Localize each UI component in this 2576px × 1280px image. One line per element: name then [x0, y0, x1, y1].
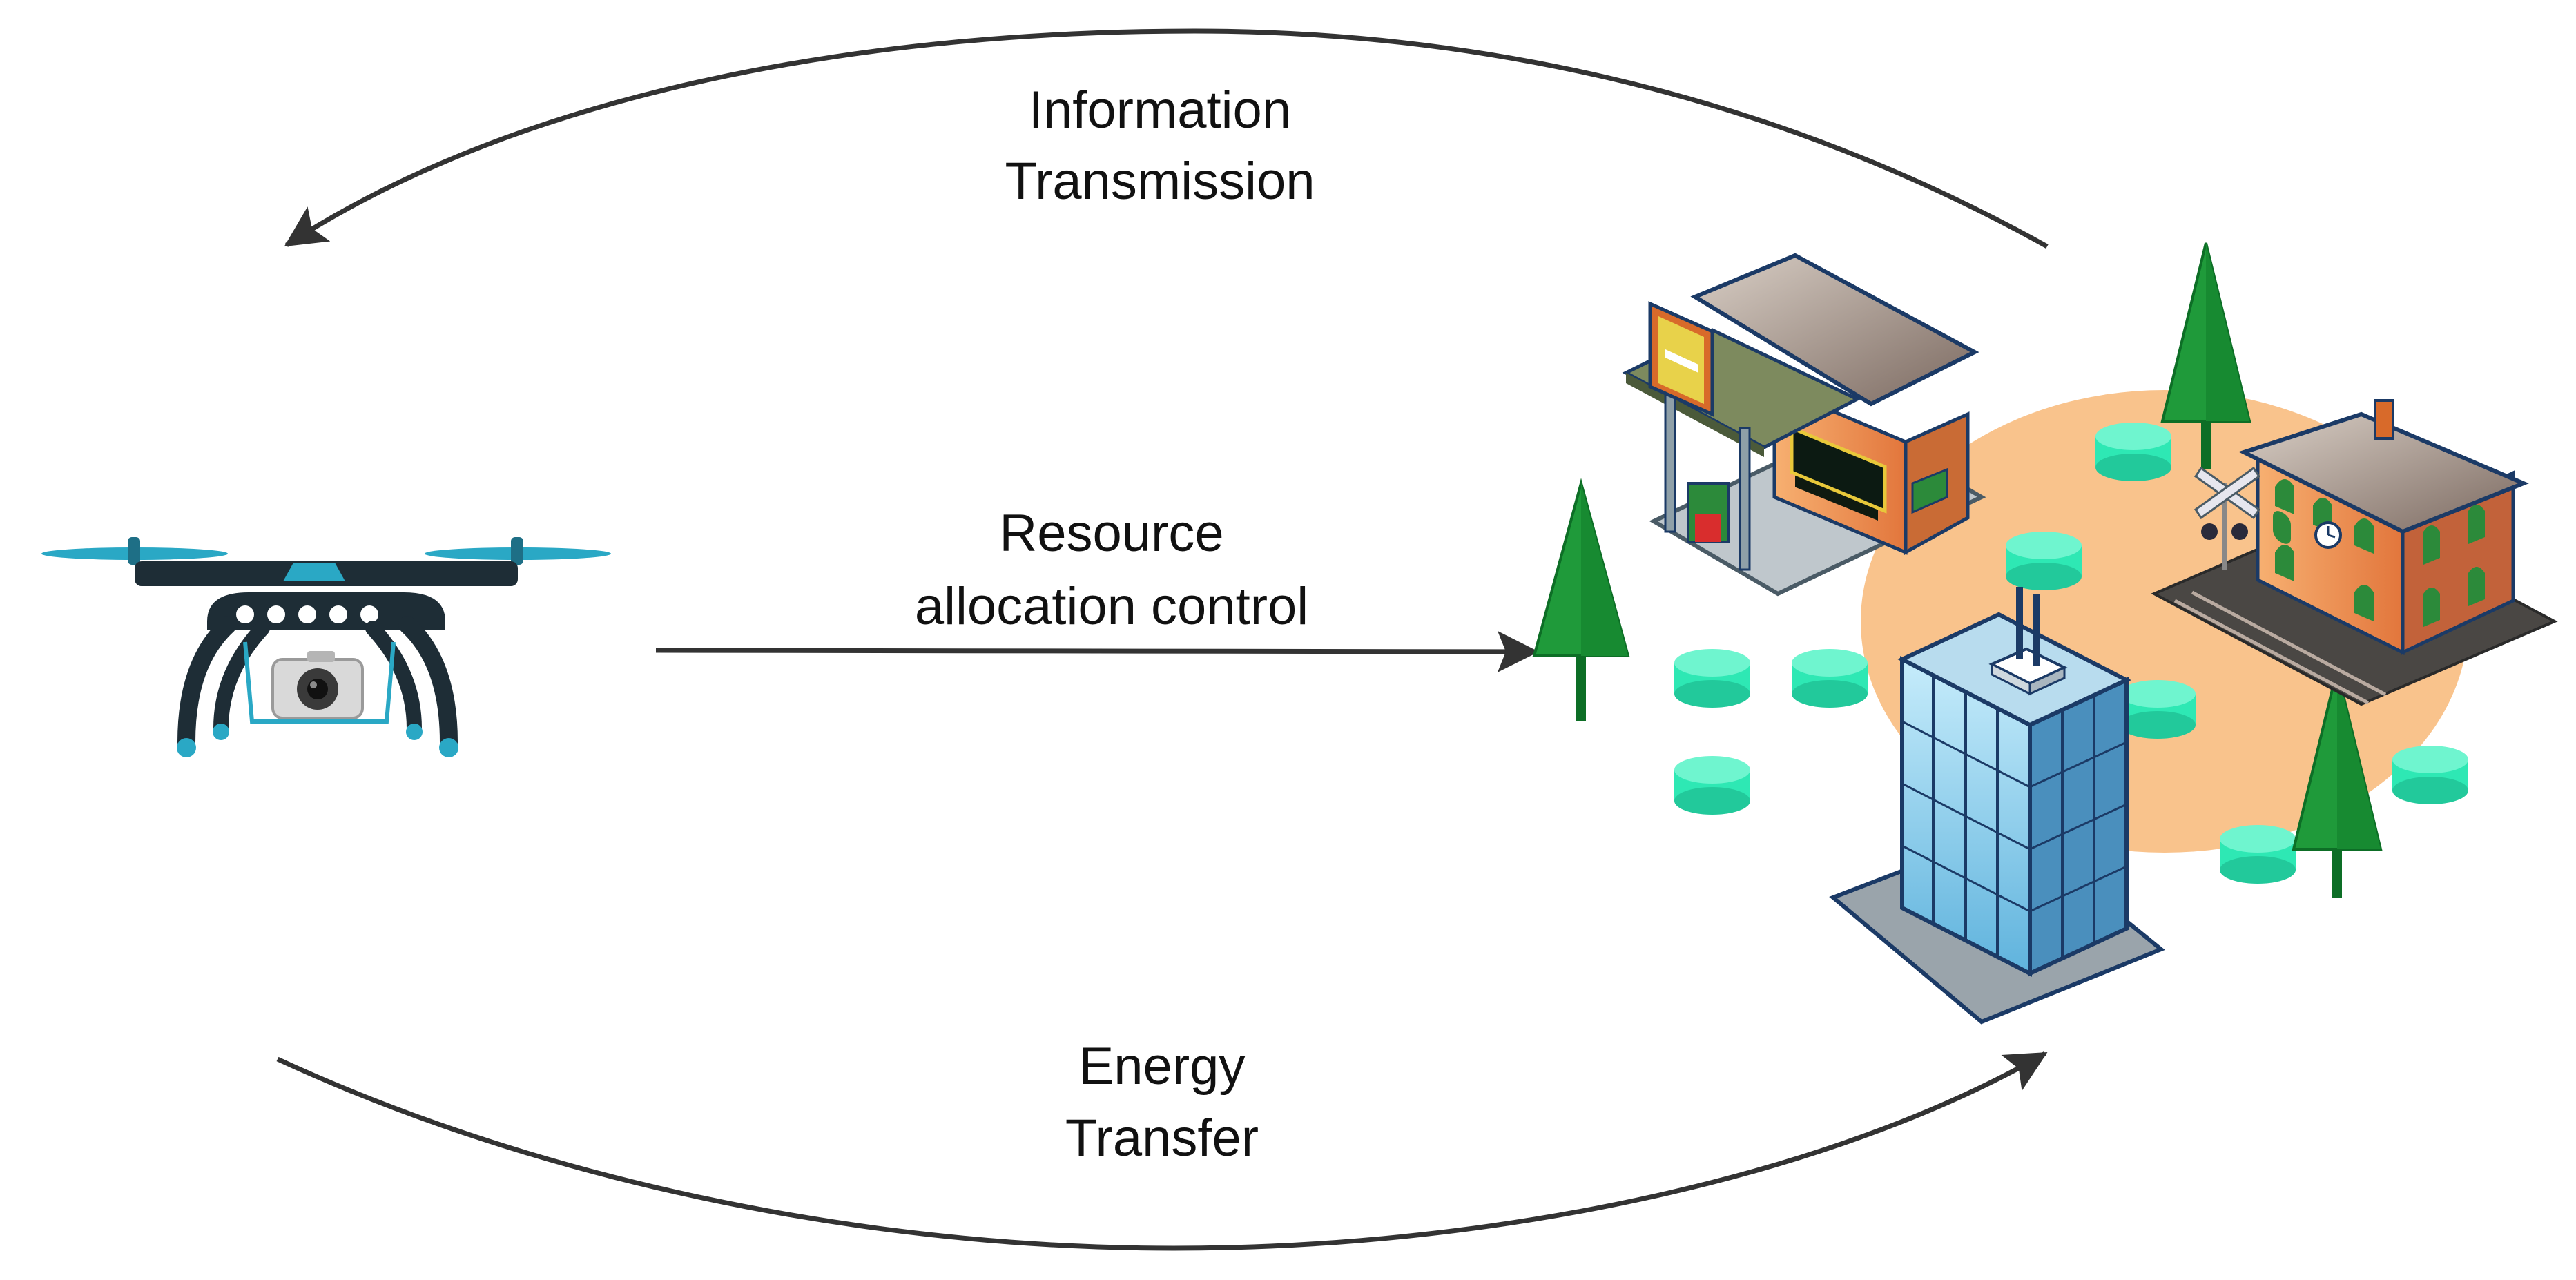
- info-label-line1: Information: [1029, 81, 1291, 139]
- sensor-node-icon: [2006, 532, 2082, 590]
- drone-icon: [41, 537, 611, 757]
- info-label-line2: Transmission: [1005, 152, 1315, 211]
- sensor-node-icon: [1674, 756, 1750, 815]
- sensor-node-icon: [2392, 746, 2468, 804]
- office-building-icon: [1829, 587, 2165, 1025]
- camera-icon: [271, 651, 364, 719]
- energy-label-line2: Transfer: [1065, 1109, 1259, 1167]
- energy-label-line1: Energy: [1079, 1037, 1246, 1096]
- pine-tree-icon: [1532, 478, 1630, 721]
- gas-station-icon: [1622, 253, 1986, 597]
- pine-tree-icon: [2292, 669, 2383, 898]
- sensor-node-icon: [1674, 649, 1750, 708]
- resource-label-line1: Resource: [999, 504, 1223, 563]
- sensor-node-icon: [2220, 825, 2296, 884]
- train-station-icon: [2151, 399, 2558, 706]
- information-transmission-arrow: [284, 28, 2049, 249]
- resource-allocation-arrow: [655, 630, 1539, 672]
- resource-label-line2: allocation control: [915, 577, 1308, 636]
- information-transmission-label: Information Transmission: [1005, 81, 1315, 211]
- sensor-node-icon: [2120, 680, 2196, 739]
- energy-transfer-arrow: [276, 1051, 2048, 1251]
- resource-allocation-label: Resource allocation control: [915, 504, 1308, 636]
- sensor-node-icon: [2095, 423, 2171, 481]
- energy-transfer-label: Energy Transfer: [1065, 1037, 1259, 1167]
- sensor-nodes: [1674, 423, 2468, 884]
- pine-tree-icon: [2160, 242, 2251, 469]
- sensor-node-icon: [1792, 649, 1868, 708]
